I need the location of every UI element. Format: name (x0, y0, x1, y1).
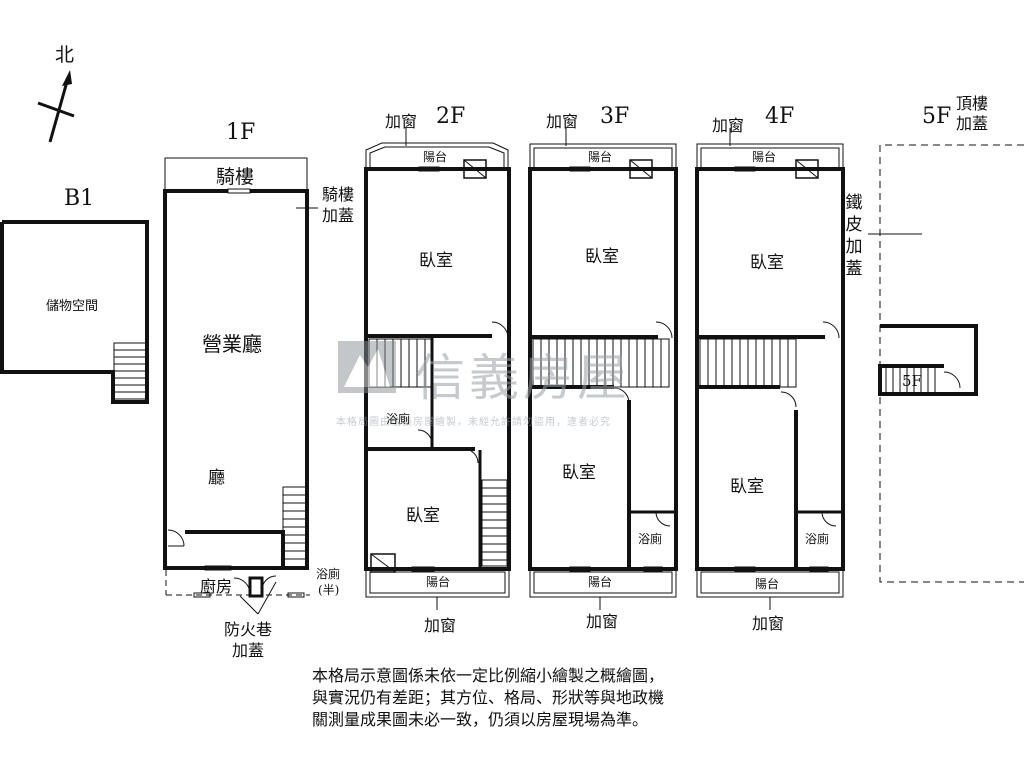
floor-1f-plan (163, 157, 318, 615)
floor-5f-plan (868, 144, 1024, 583)
4f-window-top-label: 加窗 (712, 116, 745, 135)
1f-half-bath-label: 浴廁 (316, 567, 341, 581)
4f-iron-roof-extension-label: 鐵皮加蓋 (845, 193, 863, 279)
3f-window-bottom-label: 加窗 (586, 612, 619, 631)
watermark-brand: 信義房屋 (415, 349, 631, 407)
4f-bedroom-b-label: 臥室 (730, 477, 764, 497)
1f-half-bath-note: (半) (318, 583, 340, 597)
4f-balcony-bottom-label: 陽台 (755, 577, 780, 591)
1f-hall-label: 廳 (208, 468, 225, 488)
4f-bath-label: 浴廁 (805, 532, 830, 546)
1f-kitchen-label: 廚房 (200, 577, 233, 596)
3f-window-top-label: 加窗 (546, 112, 579, 131)
floor-4f-label: 4F (765, 104, 795, 129)
floor-2f-label: 2F (436, 104, 466, 129)
3f-balcony-bottom-label: 陽台 (588, 575, 613, 589)
north-label: 北 (55, 44, 75, 66)
north-arrow-icon (37, 70, 75, 143)
3f-balcony-top-label: 陽台 (588, 150, 613, 164)
2f-balcony-top-label: 陽台 (423, 150, 448, 164)
2f-window-bottom-label: 加窗 (424, 616, 457, 635)
3f-bedroom-a-label: 臥室 (585, 247, 619, 267)
1f-fire-lane-extension-label: 加蓋 (232, 641, 265, 660)
4f-window-bottom-label: 加窗 (752, 614, 785, 633)
floor-b1-plan (0, 220, 149, 404)
2f-bath-label: 浴廁 (386, 412, 411, 426)
2f-bedroom-a-label: 臥室 (419, 251, 453, 271)
2f-balcony-bottom-label: 陽台 (426, 575, 451, 589)
disclaimer-line-3: 關測量成果圖未必一致，仍須以房屋現場為準。 (312, 710, 649, 729)
5f-stair-label: 5F (902, 372, 922, 390)
floor-5f-label: 5F (922, 104, 952, 129)
disclaimer-note: 本格局示意圖係未依一定比例縮小繪製之概繪圖， 與實況仍有差距；其方位、格局、形狀… (312, 665, 752, 731)
b1-storage-label: 儲物空間 (46, 299, 99, 314)
disclaimer-line-2: 與實況仍有差距；其方位、格局、形狀等與地政機 (312, 688, 665, 707)
floor-b1-label: B1 (64, 186, 95, 211)
disclaimer-line-1: 本格局示意圖係未依一定比例縮小繪製之概繪圖， (312, 666, 665, 685)
1f-fire-lane-label: 防火巷 (224, 620, 273, 639)
2f-bedroom-b-label: 臥室 (406, 506, 440, 526)
4f-bedroom-a-label: 臥室 (750, 253, 784, 273)
1f-arcade-extension-label: 騎樓加蓋 (322, 185, 355, 225)
4f-balcony-top-label: 陽台 (752, 150, 777, 164)
5f-rooftop-extension-label: 頂樓加蓋 (956, 94, 989, 133)
3f-bedroom-b-label: 臥室 (562, 463, 596, 483)
2f-window-top-label: 加窗 (385, 112, 418, 131)
1f-arcade-label: 騎樓 (216, 166, 255, 188)
floor-4f-plan (695, 128, 845, 610)
floor-1f-label: 1F (226, 120, 256, 145)
floor-3f-plan (528, 128, 678, 610)
watermark-notice: 本格局圖由信義房屋繪製，未經允許請勿盜用，違者必究 (336, 417, 611, 428)
floor-3f-label: 3F (600, 104, 630, 129)
1f-business-hall-label: 營業廳 (202, 332, 262, 356)
brand-logo-icon (338, 341, 396, 393)
3f-bath-label: 浴廁 (638, 532, 663, 546)
